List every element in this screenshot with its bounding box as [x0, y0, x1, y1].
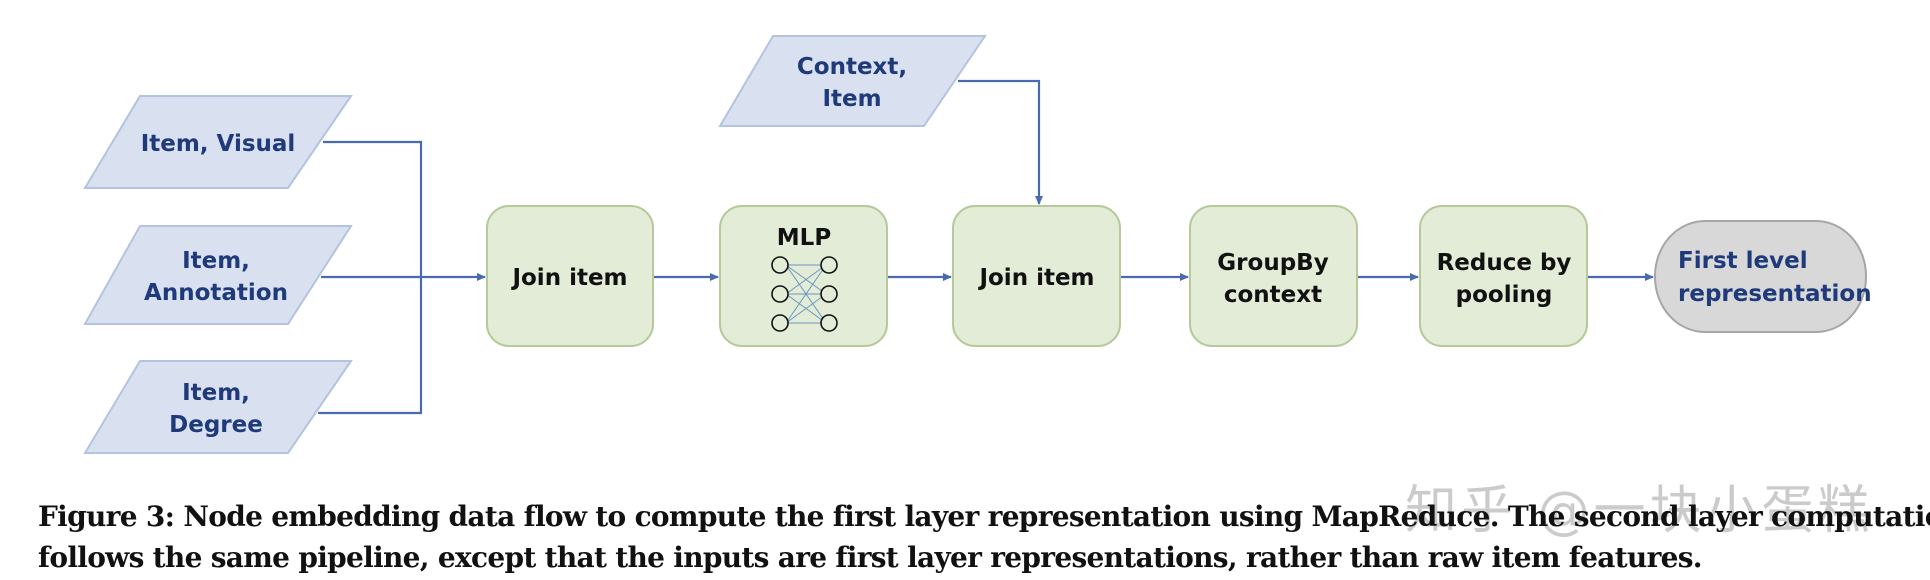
output-label-2: representation — [1678, 281, 1872, 307]
input-item-degree-label-2: Degree — [169, 412, 263, 438]
input-item-annotation: Item, Annotation — [83, 225, 353, 325]
figure-caption: Figure 3: Node embedding data flow to co… — [38, 496, 1930, 578]
data-flow-diagram: Item, Visual Item, Annotation Item, Degr… — [83, 35, 1872, 454]
caption-line-2: follows the same pipeline, except that t… — [38, 541, 1703, 574]
input-item-degree-label-1: Item, — [182, 380, 250, 406]
input-item-visual-label: Item, Visual — [141, 131, 296, 157]
step-groupby-context-label-1: GroupBy — [1217, 250, 1328, 276]
edge-context-item-to-join-item-2 — [958, 79, 1043, 205]
input-context-item-label-1: Context, — [797, 54, 907, 80]
input-context-item-label-2: Item — [822, 86, 881, 112]
step-join-item-2-label: Join item — [977, 265, 1094, 291]
step-join-item-1: Join item — [486, 205, 654, 347]
step-groupby-context: GroupBy context — [1189, 205, 1358, 347]
step-reduce-by-pooling-label-1: Reduce by — [1437, 250, 1572, 276]
input-item-annotation-label-2: Annotation — [144, 280, 288, 306]
output-label-1: First level — [1678, 248, 1808, 274]
step-reduce-by-pooling: Reduce by pooling — [1419, 205, 1588, 347]
step-join-item-1-label: Join item — [510, 265, 627, 291]
input-item-visual: Item, Visual — [83, 95, 353, 189]
neural-network-icon — [771, 256, 838, 332]
step-reduce-by-pooling-label-2: pooling — [1456, 282, 1553, 308]
output-first-level-representation: First level representation — [1654, 220, 1872, 333]
step-mlp-label: MLP — [777, 225, 831, 251]
step-groupby-context-label-2: context — [1224, 282, 1322, 308]
step-join-item-2: Join item — [952, 205, 1121, 347]
step-mlp: MLP — [719, 205, 888, 347]
watermark: 知乎 @一块小蛋糕 — [1405, 481, 1874, 541]
input-item-annotation-label-1: Item, — [182, 248, 250, 274]
input-context-item: Context, Item — [718, 35, 987, 127]
caption-line-1: Figure 3: Node embedding data flow to co… — [38, 500, 1930, 533]
input-item-degree: Item, Degree — [83, 360, 353, 454]
